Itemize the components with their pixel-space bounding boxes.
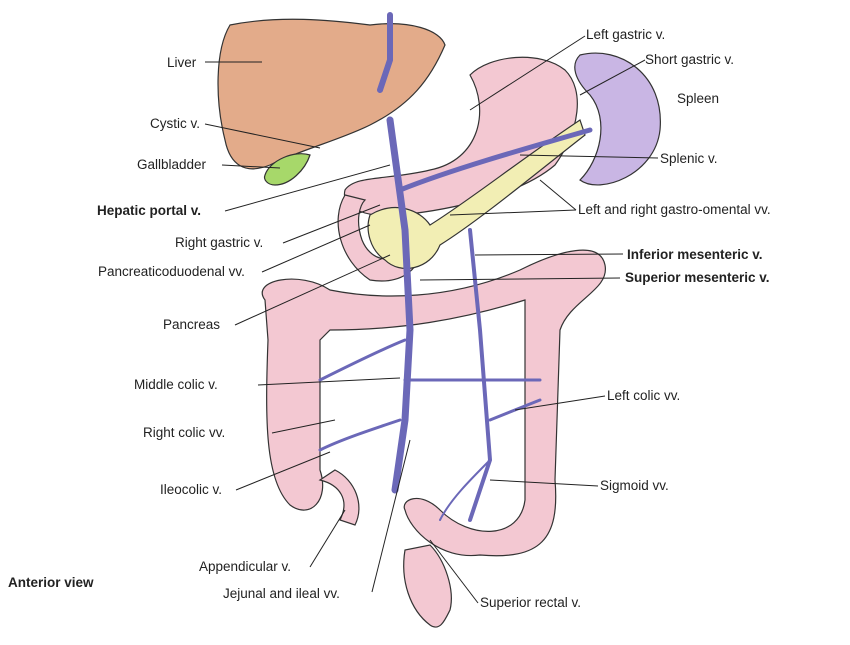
label-gastro-omental-vv: Left and right gastro-omental vv. — [578, 202, 771, 217]
spleen — [574, 52, 661, 186]
label-liver: Liver — [167, 55, 197, 70]
veins — [318, 12, 593, 522]
label-ileocolic-v: Ileocolic v. — [160, 482, 223, 497]
view-label: Anterior view — [8, 575, 94, 590]
gallbladder — [263, 153, 311, 186]
label-right-colic-vv: Right colic vv. — [143, 425, 226, 440]
label-superior-mesenteric-v: Superior mesenteric v. — [625, 270, 770, 285]
label-superior-rectal-v: Superior rectal v. — [480, 595, 582, 610]
colon — [261, 249, 606, 557]
label-left-colic-vv: Left colic vv. — [607, 388, 681, 403]
label-sigmoid-vv: Sigmoid vv. — [600, 478, 669, 493]
label-gallbladder: Gallbladder — [137, 157, 207, 172]
label-pancreaticoduodenal-vv: Pancreaticoduodenal vv. — [98, 264, 245, 279]
label-jejunal-ileal-vv: Jejunal and ileal vv. — [223, 586, 340, 601]
appendix — [318, 469, 360, 526]
label-inferior-mesenteric-v: Inferior mesenteric v. — [627, 247, 763, 262]
label-middle-colic-v: Middle colic v. — [134, 377, 218, 392]
label-spleen: Spleen — [677, 91, 720, 106]
label-appendicular-v: Appendicular v. — [199, 559, 292, 574]
label-right-gastric-v: Right gastric v. — [175, 235, 264, 250]
liver — [217, 18, 446, 170]
pancreas — [367, 119, 586, 269]
label-short-gastric-v: Short gastric v. — [645, 52, 735, 67]
leader-lines — [204, 35, 659, 604]
label-left-gastric-v: Left gastric v. — [586, 27, 666, 42]
label-cystic-v: Cystic v. — [150, 116, 200, 131]
label-splenic-v: Splenic v. — [660, 151, 718, 166]
rectum — [403, 544, 452, 628]
label-hepatic-portal-v: Hepatic portal v. — [97, 203, 202, 218]
label-pancreas: Pancreas — [163, 317, 221, 332]
